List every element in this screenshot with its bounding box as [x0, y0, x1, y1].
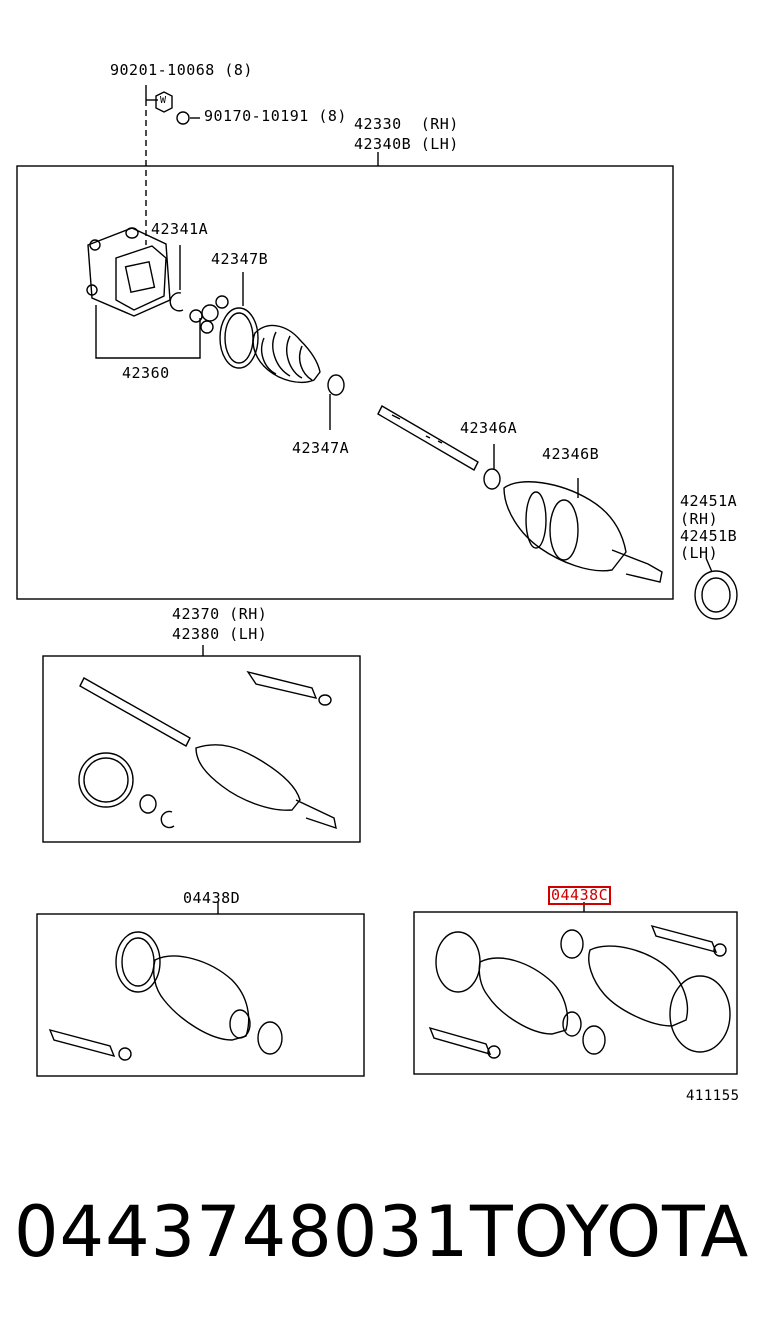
kit-04438c-frame [413, 902, 738, 1075]
snap-ring-42341a [169, 245, 184, 312]
shaft-lh-label: 42340B (LH) [354, 135, 459, 153]
nut-part-label: 90170-10191 (8) [204, 107, 347, 125]
inner-rh-label: 42370 (RH) [172, 605, 268, 623]
kit-04438d-frame [36, 902, 365, 1077]
tripod-joint [189, 295, 229, 334]
part-42347b-label: 42347B [211, 250, 269, 268]
inner-shaft-frame [42, 645, 361, 843]
shaft-rh-label: 42330 (RH) [354, 115, 459, 133]
figure-number: 411155 [686, 1088, 740, 1104]
clamp-42347b [219, 272, 259, 369]
part-42346b-label: 42346B [542, 445, 600, 463]
seal-lh-part-label: 42451B [680, 527, 738, 545]
part-42346a-label: 42346A [460, 419, 518, 437]
kit-04438c-label[interactable]: 04438C [548, 886, 612, 905]
nut-icon [176, 111, 190, 125]
seal-rh-part-label: 42451A [680, 492, 738, 510]
seal-rh-side-label: (RH) [680, 510, 719, 528]
clamp-42346a [483, 444, 501, 490]
bolt-icon [155, 91, 173, 113]
inboard-boot [252, 324, 321, 384]
inner-lh-label: 42380 (LH) [172, 625, 268, 643]
outboard-joint-housing [86, 227, 201, 359]
bolt-nut-group [145, 85, 200, 245]
outboard-boot [503, 478, 663, 583]
brand-name: TOYOTA [470, 1191, 750, 1273]
part-42341a-label: 42341A [151, 220, 209, 238]
main-assembly-frame [16, 152, 674, 600]
clamp-42347a [327, 374, 345, 430]
oil-seal [694, 557, 738, 620]
part-42360-label: 42360 [122, 364, 170, 382]
kit-04438d-label: 04438D [183, 889, 241, 907]
drive-shaft [377, 405, 479, 471]
bolt-mark-label: W [160, 95, 167, 106]
part-42347a-label: 42347A [292, 439, 350, 457]
bolt-part-label: 90201-10068 (8) [110, 61, 253, 79]
part-number: 0443748031 [14, 1191, 470, 1273]
seal-lh-side-label: (LH) [680, 544, 719, 562]
